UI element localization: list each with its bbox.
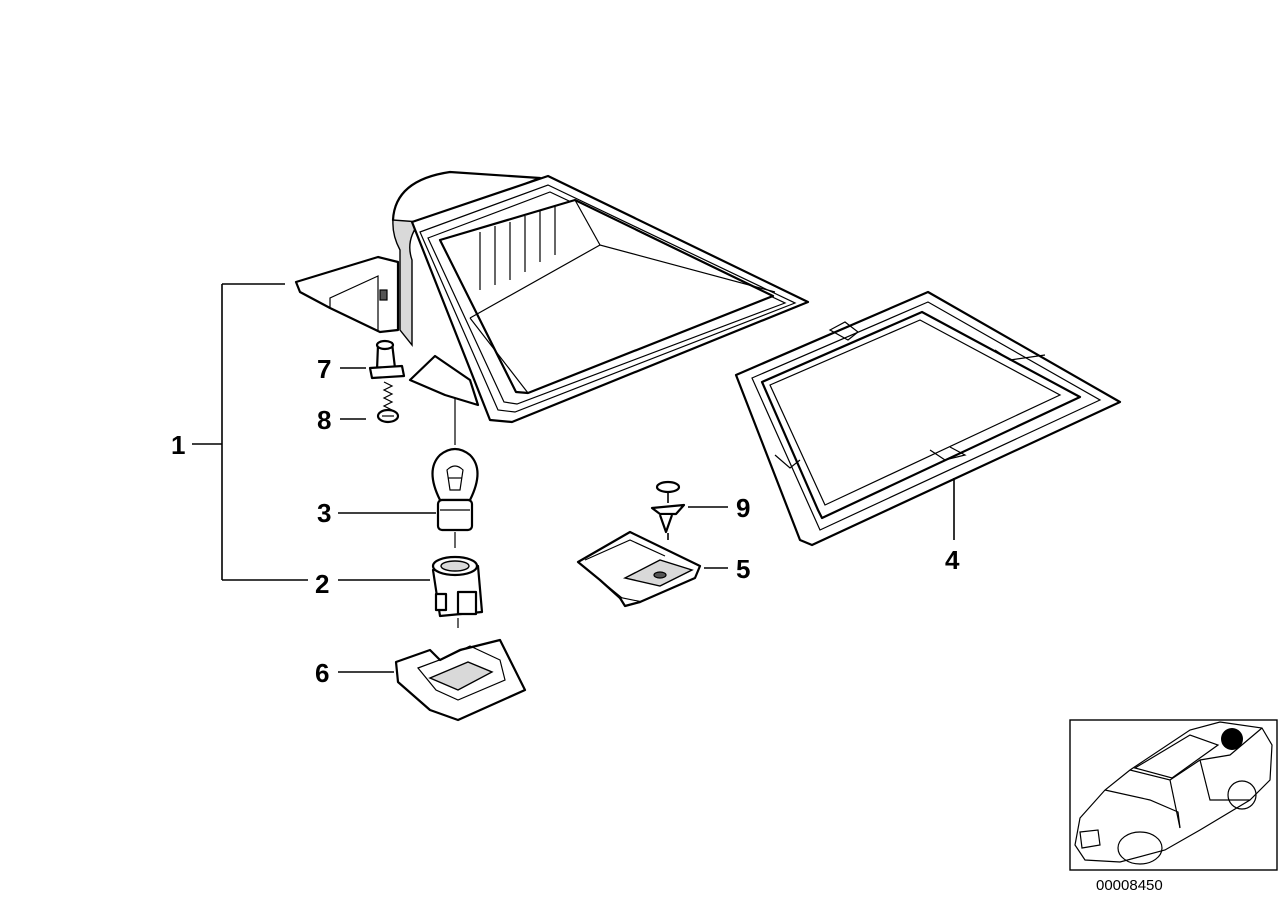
brake-light-housing xyxy=(294,170,810,424)
bulb-part xyxy=(431,447,479,532)
push-rivet-part xyxy=(650,480,686,540)
callout-2: 2 xyxy=(315,569,329,599)
bracket-clip-part xyxy=(576,530,702,608)
locator-inset: 00008450 xyxy=(1069,719,1278,894)
grommet-part xyxy=(368,339,406,380)
screw-part xyxy=(376,381,400,424)
diagram-code: 00008450 xyxy=(1096,877,1163,894)
car-outline-icon xyxy=(1074,721,1273,865)
callout-6: 6 xyxy=(315,658,329,688)
callout-7: 7 xyxy=(317,354,331,384)
callout-8: 8 xyxy=(317,405,331,435)
callout-4: 4 xyxy=(945,545,960,575)
holder-base-part xyxy=(394,638,527,722)
gasket-frame xyxy=(734,290,1122,547)
location-marker-icon xyxy=(1221,728,1243,750)
callout-1: 1 xyxy=(171,430,185,460)
callout-9: 9 xyxy=(736,493,750,523)
leader-lines xyxy=(192,283,955,673)
bulb-socket-part xyxy=(431,555,484,618)
callout-3: 3 xyxy=(317,498,331,528)
callout-5: 5 xyxy=(736,554,750,584)
